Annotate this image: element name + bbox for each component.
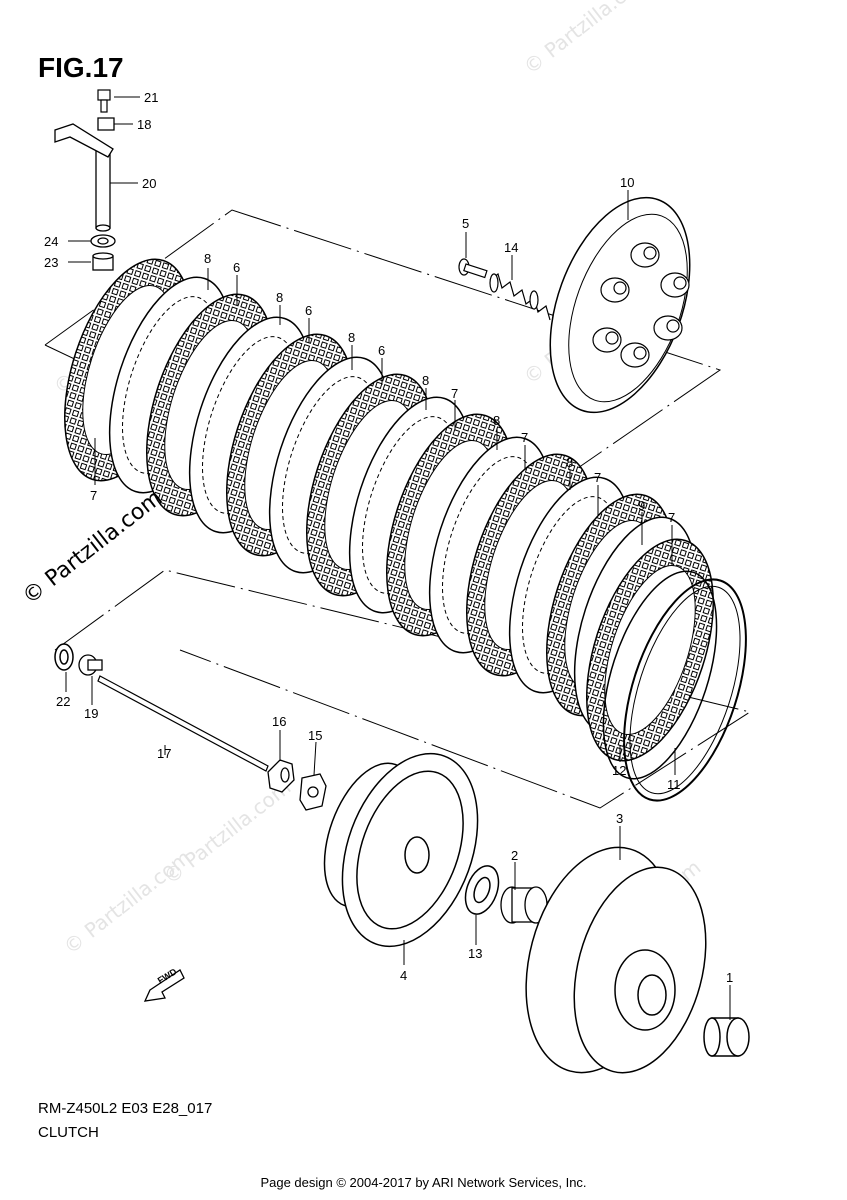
callout-8: 8 <box>422 373 429 388</box>
callout-6: 6 <box>233 260 240 275</box>
diagram-code: RM-Z450L2 E03 E28_017 <box>38 1100 213 1117</box>
needle-bearing <box>92 252 114 271</box>
thrust-washer <box>464 865 500 915</box>
callout-2: 2 <box>511 848 518 863</box>
bolt <box>97 89 111 113</box>
page-credit: Page design © 2004-2017 by ARI Network S… <box>260 1175 587 1190</box>
callout-7: 7 <box>451 386 458 401</box>
callout-22: 22 <box>56 694 70 709</box>
callout-16: 16 <box>272 714 286 729</box>
callout-8: 8 <box>204 251 211 266</box>
callout-7: 7 <box>90 488 97 503</box>
callout-17: 17 <box>157 746 171 761</box>
forward-direction-arrow: FWD <box>143 966 185 1002</box>
push-rod <box>97 675 269 772</box>
callout-7: 7 <box>521 430 528 445</box>
clutch-spring <box>489 272 551 321</box>
pressure-plate <box>549 196 691 414</box>
oil-seal <box>54 643 74 671</box>
callout-24: 24 <box>44 234 58 249</box>
callout-21: 21 <box>144 90 158 105</box>
push-piece <box>78 654 103 676</box>
callout-6: 6 <box>378 343 385 358</box>
callout-4: 4 <box>400 968 407 983</box>
callout-9: 9 <box>638 498 645 513</box>
clutch-spring-bolt <box>458 258 488 279</box>
callout-8: 8 <box>566 455 573 470</box>
callout-19: 19 <box>84 706 98 721</box>
spacer <box>703 1017 750 1057</box>
diagram-title: CLUTCH <box>38 1124 99 1141</box>
callout-10: 10 <box>620 175 634 190</box>
clutch-housing <box>525 846 707 1074</box>
callout-7: 7 <box>668 510 675 525</box>
callout-8: 8 <box>276 290 283 305</box>
callout-8: 8 <box>493 413 500 428</box>
lock-washer <box>299 773 327 811</box>
needle-bearing <box>500 886 548 924</box>
figure-number: FIG.17 <box>38 52 124 83</box>
clutch-release-shaft <box>54 117 115 232</box>
callout-8: 8 <box>348 330 355 345</box>
callout-23: 23 <box>44 255 58 270</box>
callout-15: 15 <box>308 728 322 743</box>
spring-washer-seat <box>602 570 718 780</box>
callout-13: 13 <box>468 946 482 961</box>
spring-washer <box>623 578 747 802</box>
bearing <box>90 234 116 248</box>
nut <box>267 759 295 793</box>
callout-14: 14 <box>504 240 518 255</box>
callout-11: 11 <box>667 777 681 792</box>
callout-5: 5 <box>462 216 469 231</box>
callout-20: 20 <box>142 176 156 191</box>
callout-3: 3 <box>616 811 623 826</box>
callout-12: 12 <box>612 763 626 778</box>
callout-18: 18 <box>137 117 151 132</box>
callout-7: 7 <box>594 470 601 485</box>
callout-1: 1 <box>726 970 733 985</box>
clutch-sleeve-hub <box>323 752 479 948</box>
callout-6: 6 <box>305 303 312 318</box>
